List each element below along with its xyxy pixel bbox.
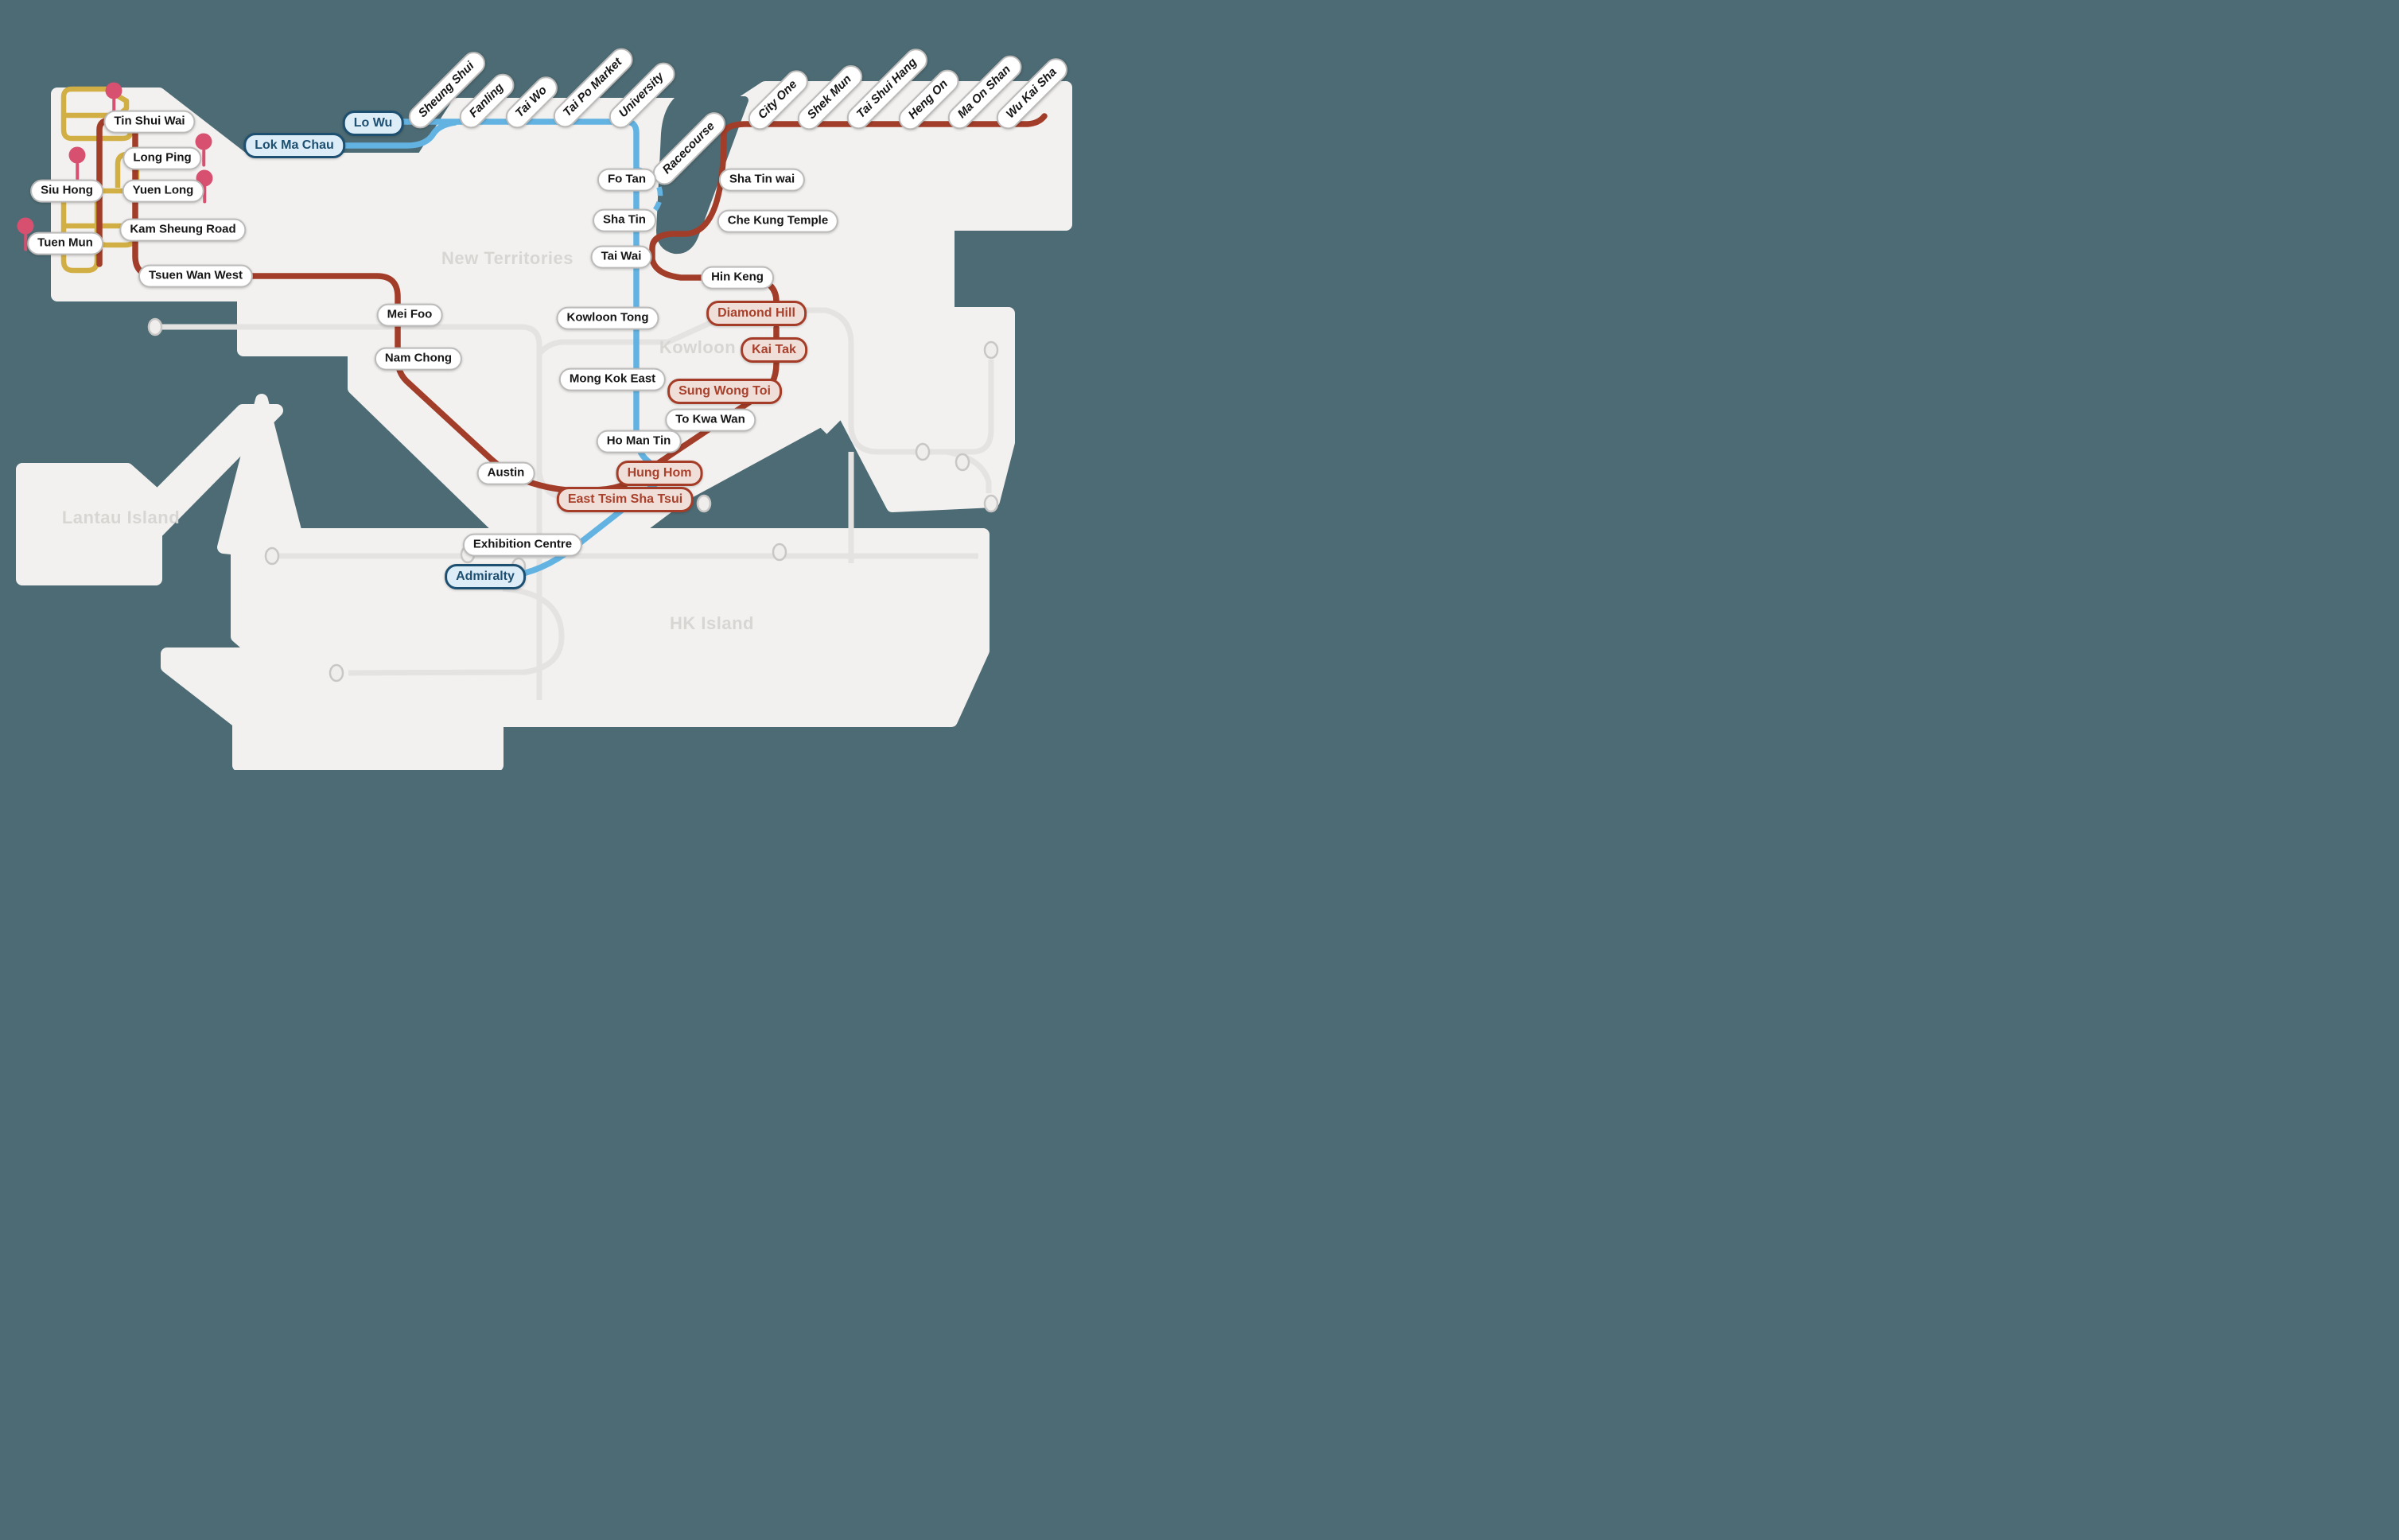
gray-tsuen-wan-line	[155, 324, 542, 700]
interchange-node	[772, 542, 787, 562]
station-hung-hom[interactable]: Hung Hom	[616, 461, 703, 486]
station-long-ping[interactable]: Long Ping	[122, 146, 202, 170]
land-hk-island	[231, 528, 990, 727]
light-rail-terminus-marker	[17, 217, 34, 235]
causeway-bar-2	[767, 357, 844, 434]
station-mong-kok-east[interactable]: Mong Kok East	[558, 368, 667, 391]
station-lo-wu[interactable]: Lo Wu	[342, 111, 404, 136]
interchange-node	[915, 442, 931, 461]
interchange-node	[696, 494, 712, 513]
station-sha-tin-wai[interactable]: Sha Tin wai	[718, 168, 806, 192]
station-nam-chong[interactable]: Nam Chong	[374, 347, 463, 371]
interchange-node	[955, 453, 970, 472]
station-fo-tan[interactable]: Fo Tan	[597, 168, 657, 192]
station-austin[interactable]: Austin	[476, 461, 535, 485]
light-rail-terminus-marker	[68, 146, 86, 164]
station-ho-man-tin[interactable]: Ho Man Tin	[596, 430, 682, 453]
gray-south-island-line	[348, 585, 565, 676]
interchange-node	[147, 317, 163, 336]
region-label-hk-island: HK Island	[670, 613, 754, 633]
station-sha-tin[interactable]: Sha Tin	[593, 208, 656, 232]
station-yuen-long[interactable]: Yuen Long	[122, 179, 204, 203]
tuen-ma-north	[649, 113, 1048, 281]
land-peak-triangle	[217, 394, 308, 562]
interchange-node	[983, 494, 999, 513]
light-rail-loop-south	[60, 189, 100, 274]
station-tin-shui-wai[interactable]: Tin Shui Wai	[103, 110, 196, 134]
station-kowloon-tong[interactable]: Kowloon Tong	[556, 306, 659, 330]
station-lok-ma-chau[interactable]: Lok Ma Chau	[243, 133, 345, 158]
region-label-new-territories: New Territories	[441, 248, 574, 268]
east-rail-lok-ma-chau-branch	[337, 119, 458, 149]
interchange-node	[983, 340, 999, 360]
station-tsuen-wan-west[interactable]: Tsuen Wan West	[138, 264, 254, 288]
station-mei-foo[interactable]: Mei Foo	[376, 303, 443, 327]
land-link-band	[81, 404, 283, 573]
station-sung-wong-toi[interactable]: Sung Wong Toi	[667, 379, 782, 404]
interchange-node	[329, 663, 344, 682]
light-rail-terminus-marker	[195, 133, 212, 150]
region-label-lantau-island: Lantau Island	[61, 508, 181, 527]
gray-kwun-tong-line	[537, 307, 994, 455]
station-hin-keng[interactable]: Hin Keng	[701, 266, 774, 290]
station-tai-wai[interactable]: Tai Wai	[590, 245, 652, 269]
station-exhibition-centre[interactable]: Exhibition Centre	[462, 533, 583, 557]
station-tuen-mun[interactable]: Tuen Mun	[27, 231, 103, 255]
land-hk-island-bottom	[232, 708, 504, 770]
station-admiralty[interactable]: Admiralty	[445, 564, 526, 589]
station-siu-hong[interactable]: Siu Hong	[30, 179, 103, 203]
station-to-kwa-wan[interactable]: To Kwa Wan	[665, 408, 756, 432]
station-east-tsim-sha-tsui[interactable]: East Tsim Sha Tsui	[556, 487, 694, 512]
light-rail-loop-north-2	[60, 113, 134, 142]
station-kai-tak[interactable]: Kai Tak	[741, 337, 807, 363]
mtr-map: New Territories Kowloon Lantau Island HK…	[0, 0, 1200, 770]
station-diamond-hill[interactable]: Diamond Hill	[706, 301, 807, 326]
region-label-kowloon: Kowloon	[659, 337, 737, 357]
gray-tko-branch	[946, 449, 992, 493]
station-che-kung-temple[interactable]: Che Kung Temple	[717, 209, 839, 233]
light-rail-loop-north	[60, 86, 130, 130]
light-rail-terminus-marker	[105, 82, 122, 99]
interchange-node	[264, 546, 280, 566]
station-kam-sheung-road[interactable]: Kam Sheung Road	[119, 218, 247, 242]
